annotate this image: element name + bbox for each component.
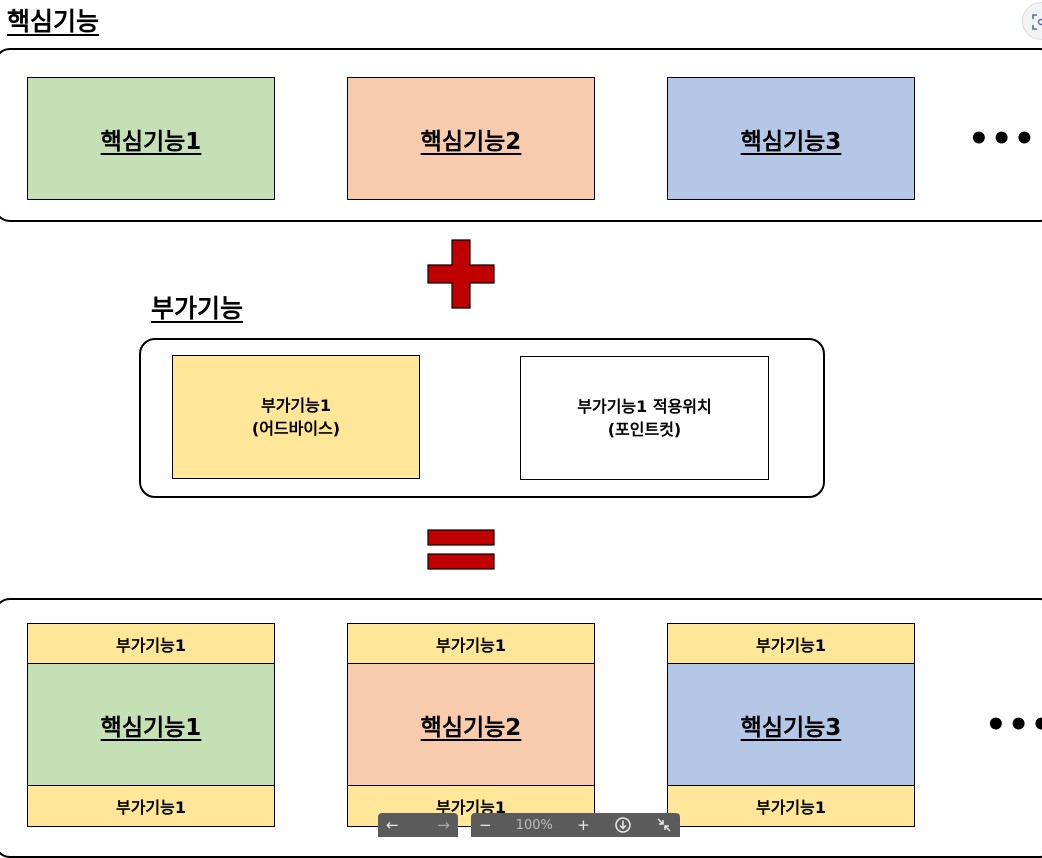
viewer-nav-toolbar: ← →: [378, 813, 458, 837]
core-feature-label: 핵심기능1: [101, 122, 202, 156]
result-core-box-1: 핵심기능1: [27, 663, 275, 786]
addon-strip-bottom: 부가기능1: [667, 785, 915, 827]
addon-strip-top: 부가기능1: [347, 623, 595, 664]
core-features-group: 핵심기능1 핵심기능2 핵심기능3 •••: [0, 48, 1042, 222]
more-ellipsis: •••: [985, 708, 1042, 742]
pointcut-label: 부가기능1 적용위치 (포인트컷): [577, 395, 711, 441]
result-core-box-3: 핵심기능3: [667, 663, 915, 786]
core-feature-box-1: 핵심기능1: [27, 77, 275, 200]
core-feature-box-2: 핵심기능2: [347, 77, 595, 200]
addon-section-title: 부가기능: [151, 289, 243, 325]
equals-icon: [426, 528, 496, 572]
core-feature-box-3: 핵심기능3: [667, 77, 915, 200]
addon-strip-label: 부가기능1: [116, 632, 186, 656]
result-core-box-2: 핵심기능2: [347, 663, 595, 786]
addon-strip-label: 부가기능1: [756, 794, 826, 818]
core-feature-label: 핵심기능3: [741, 708, 842, 742]
addon-strip-label: 부가기능1: [116, 794, 186, 818]
zoom-level: 100%: [516, 813, 553, 837]
zoom-out-button[interactable]: −: [479, 813, 492, 837]
image-search-button[interactable]: [1022, 2, 1042, 40]
collapse-icon[interactable]: [656, 813, 672, 837]
viewer-zoom-toolbar: − 100% +: [471, 813, 680, 837]
addon-features-group: 부가기능1 (어드바이스) 부가기능1 적용위치 (포인트컷): [139, 338, 825, 498]
download-icon[interactable]: [614, 813, 632, 837]
core-feature-label: 핵심기능2: [421, 122, 522, 156]
pointcut-box: 부가기능1 적용위치 (포인트컷): [520, 356, 769, 480]
zoom-in-button[interactable]: +: [577, 813, 590, 837]
back-arrow-icon[interactable]: ←: [386, 813, 399, 837]
addon-strip-label: 부가기능1: [756, 632, 826, 656]
image-search-icon: [1032, 14, 1042, 30]
addon-strip-bottom: 부가기능1: [27, 785, 275, 827]
core-feature-label: 핵심기능1: [101, 708, 202, 742]
addon-strip-top: 부가기능1: [667, 623, 915, 664]
core-section-title: 핵심기능: [7, 2, 99, 38]
advice-label: 부가기능1 (어드바이스): [252, 394, 340, 440]
advice-box: 부가기능1 (어드바이스): [172, 355, 420, 479]
more-ellipsis: •••: [968, 122, 1036, 156]
core-feature-label: 핵심기능2: [421, 708, 522, 742]
plus-icon: [426, 238, 496, 310]
addon-strip-top: 부가기능1: [27, 623, 275, 664]
addon-strip-label: 부가기능1: [436, 632, 506, 656]
core-feature-label: 핵심기능3: [741, 122, 842, 156]
forward-arrow-icon[interactable]: →: [437, 813, 450, 837]
